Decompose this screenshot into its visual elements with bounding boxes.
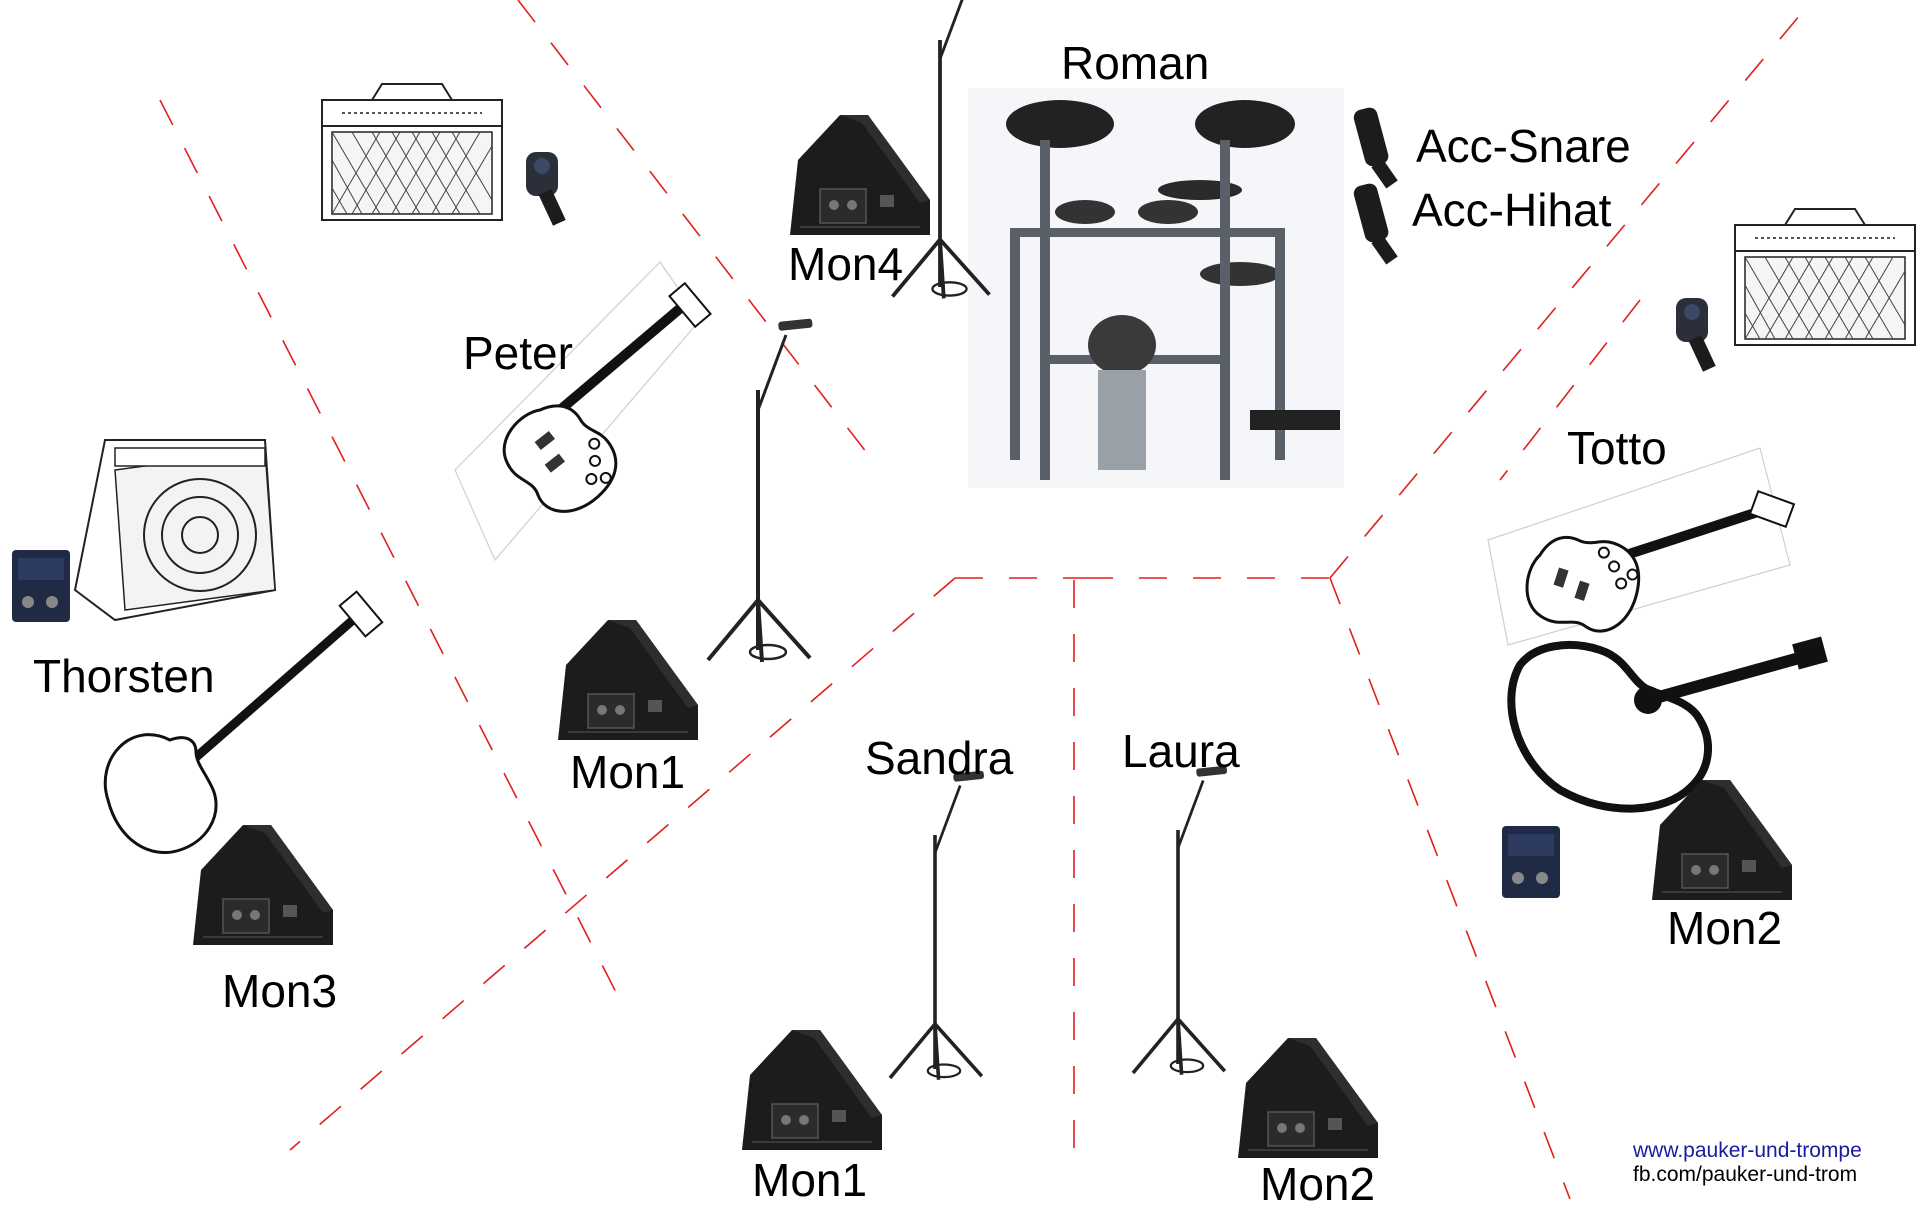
divider-line: [517, 0, 881, 471]
mic-label-acc-snare: Acc-Snare: [1416, 120, 1631, 172]
di-box-thorsten-icon: [12, 550, 70, 622]
acoustic-guitar-icon: [1507, 636, 1828, 813]
divider-line: [289, 577, 956, 1151]
mic-stand-laura-icon: [1131, 763, 1230, 1077]
bass-amp-icon: [73, 439, 277, 622]
divider-line: [1329, 14, 1801, 579]
monitor-wedge-mon4-icon: [789, 114, 931, 236]
monitor-label-mon3: Mon3: [222, 965, 338, 1017]
acc-snare-mic-icon: [1353, 107, 1398, 189]
electronic-drum-kit: [968, 88, 1344, 488]
monitor-label-mon1-peter: Mon1: [570, 746, 686, 798]
divider-line: [159, 99, 621, 1001]
monitor-label-mon1-sandra: Mon1: [752, 1154, 868, 1206]
monitor-wedge-mon1-sandra-icon: [741, 1029, 883, 1151]
monitor-label-mon4: Mon4: [788, 238, 904, 290]
divider-line: [1329, 577, 1571, 1199]
musician-label-sandra: Sandra: [865, 732, 1014, 784]
monitor-wedge-mon2-laura-icon: [1237, 1037, 1379, 1159]
monitor-wedge-mon1-peter-icon: [557, 619, 699, 741]
electric-guitar-totto-icon: [1487, 447, 1796, 646]
amp-mic-peter-icon: [526, 152, 566, 226]
electric-guitar-peter-icon: [454, 261, 712, 562]
facebook-link[interactable]: fb.com/pauker-und-trom: [1633, 1163, 1858, 1187]
musician-label-totto: Totto: [1567, 422, 1667, 474]
acc-hihat-mic-icon: [1353, 183, 1398, 265]
musician-label-peter: Peter: [463, 327, 573, 379]
credits-block: www.pauker-und-trompe fb.com/pauker-und-…: [1633, 1139, 1862, 1187]
mic-stand-peter-icon: [706, 316, 815, 664]
mic-label-acc-hihat: Acc-Hihat: [1412, 184, 1612, 236]
guitar-amp-peter-icon: [321, 83, 503, 221]
musician-label-thorsten: Thorsten: [33, 650, 215, 702]
amp-mic-totto-icon: [1676, 298, 1716, 372]
bass-guitar-icon: [103, 590, 384, 855]
di-box-totto-icon: [1502, 826, 1560, 898]
website-link[interactable]: www.pauker-und-trompe: [1633, 1139, 1862, 1162]
monitor-label-mon2-laura: Mon2: [1260, 1158, 1376, 1210]
mic-stand-sandra-icon: [888, 768, 987, 1082]
musician-label-laura: Laura: [1122, 725, 1240, 777]
musician-label-roman: Roman: [1061, 37, 1210, 89]
monitor-label-mon2-totto: Mon2: [1667, 902, 1783, 954]
guitar-amp-totto-icon: [1734, 208, 1916, 346]
monitor-wedge-mon3-icon: [192, 824, 334, 946]
divider-line: [1499, 299, 1641, 481]
stage-divider-lines: [159, 0, 1801, 1199]
